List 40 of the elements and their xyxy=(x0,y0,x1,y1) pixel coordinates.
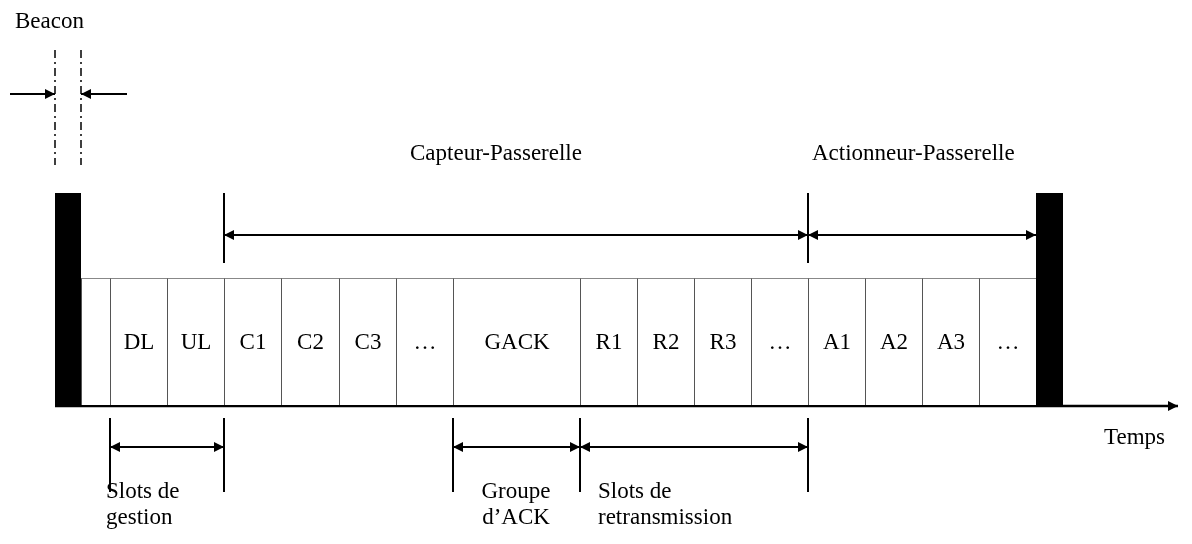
beacon-bar xyxy=(55,193,81,407)
beacon-bar xyxy=(1036,193,1063,407)
slot-label: C3 xyxy=(354,329,382,355)
time-slot xyxy=(694,278,751,405)
time-slot xyxy=(979,278,1036,405)
time-slot xyxy=(167,278,224,405)
slot-label: R1 xyxy=(595,329,623,355)
slot-label: A2 xyxy=(879,329,909,355)
time-slot xyxy=(281,278,339,405)
slot-label: A3 xyxy=(936,329,966,355)
time-slot xyxy=(339,278,396,405)
time-slot xyxy=(224,278,281,405)
time-slot xyxy=(110,278,167,405)
slot-label: C1 xyxy=(239,329,267,355)
time-slot xyxy=(637,278,694,405)
span-label: Capteur-Passerelle xyxy=(410,140,582,167)
time-slot xyxy=(580,278,637,405)
time-slot xyxy=(81,278,110,405)
slot-label: DL xyxy=(123,329,155,355)
time-slot xyxy=(808,278,865,405)
span-label: Slots de retransmission xyxy=(598,478,734,531)
slot-label: A1 xyxy=(822,329,852,355)
time-slot xyxy=(396,278,453,405)
slot-label: UL xyxy=(180,329,212,355)
span-label: Slots de gestion xyxy=(106,478,181,531)
time-slot xyxy=(453,278,580,405)
slot-label: R3 xyxy=(709,329,737,355)
slot-label: … xyxy=(996,329,1020,355)
axis-label: Temps xyxy=(1104,424,1165,451)
beacon-label: Beacon xyxy=(15,8,84,35)
slot-label: … xyxy=(768,329,792,355)
time-slot xyxy=(751,278,808,405)
slot-label: R2 xyxy=(652,329,680,355)
span-label: Actionneur-Passerelle xyxy=(812,140,1015,167)
slot-label: GACK xyxy=(484,329,550,355)
time-slot xyxy=(865,278,922,405)
slot-label: C2 xyxy=(297,329,324,355)
slot-label: … xyxy=(413,329,437,355)
time-slot xyxy=(922,278,979,405)
span-label: Groupe d’ACK xyxy=(480,478,552,531)
